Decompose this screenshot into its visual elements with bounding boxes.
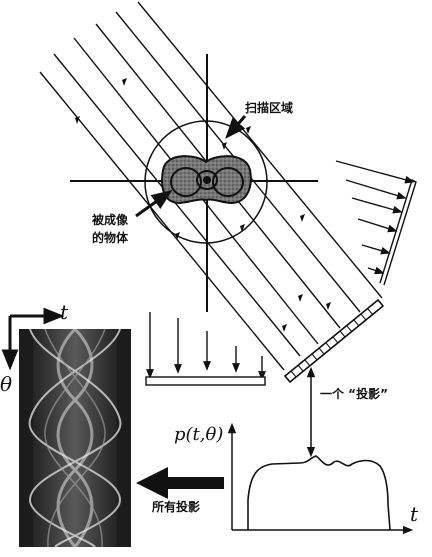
projection-curve — [247, 455, 391, 531]
t-axis-label: t — [410, 502, 419, 526]
sinogram — [19, 327, 131, 548]
side-projection — [335, 160, 417, 286]
ray-arrowheads — [75, 78, 331, 332]
scan-region-circle — [144, 120, 268, 244]
scan-region-label: 扫描区域 — [245, 101, 294, 115]
object-label-line1: 被成像 — [92, 213, 129, 227]
all-projections-label: 所有投影 — [152, 500, 201, 514]
scan-region-pointer — [225, 115, 247, 139]
projection-plot — [227, 422, 414, 535]
p-function-label: p(t,θ) — [174, 424, 224, 445]
all-projections-arrow — [136, 467, 224, 499]
one-projection-label: 一个 “投影” — [320, 387, 388, 401]
sinogram-t-label: t — [60, 300, 69, 324]
object-pointer — [135, 189, 173, 218]
sinogram-theta-label: θ — [0, 372, 13, 396]
imaged-object — [161, 155, 252, 205]
bottom-projection — [145, 312, 266, 386]
object-label-line2: 的物体 — [92, 231, 129, 245]
detector-array — [283, 298, 385, 384]
